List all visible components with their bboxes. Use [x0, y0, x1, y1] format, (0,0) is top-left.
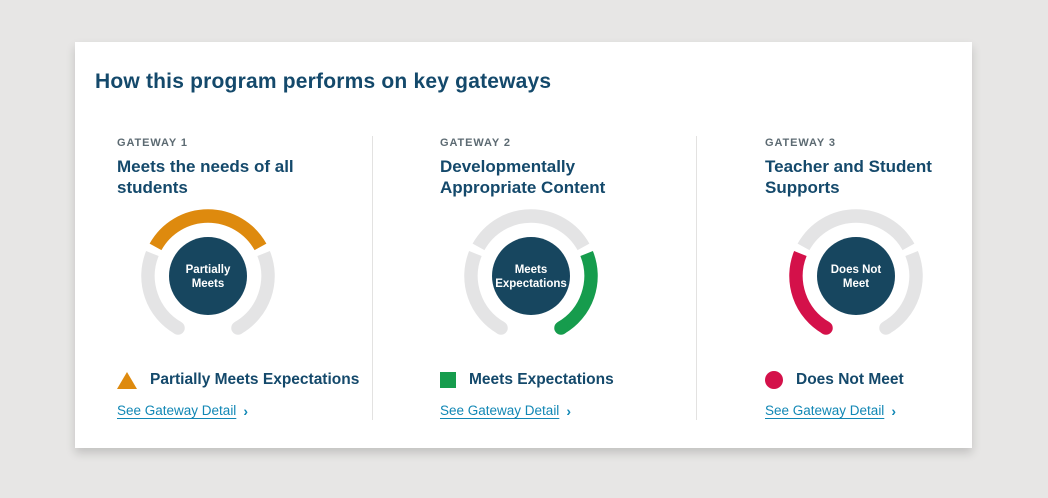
see-gateway-detail-link[interactable]: See Gateway Detail › [765, 403, 896, 418]
triangle-icon [117, 371, 137, 389]
chevron-right-icon: › [243, 402, 248, 419]
page-title: How this program performs on key gateway… [95, 70, 552, 93]
link-label: See Gateway Detail [117, 403, 237, 418]
see-gateway-detail-link[interactable]: See Gateway Detail › [440, 403, 571, 418]
chevron-right-icon: › [891, 402, 896, 419]
column-divider [696, 136, 697, 420]
gateway-label: GATEWAY 2 [440, 137, 511, 149]
gateways-card: How this program performs on key gateway… [75, 42, 972, 448]
chevron-right-icon: › [566, 402, 571, 419]
gateway-2-column: GATEWAY 2 Developmentally Appropriate Co… [440, 137, 712, 437]
column-divider [372, 136, 373, 420]
see-gateway-detail-link[interactable]: See Gateway Detail › [117, 403, 248, 418]
gateway-3-column: GATEWAY 3 Teacher and Student Supports D… [765, 137, 1037, 437]
gateway-title: Developmentally Appropriate Content [440, 157, 606, 198]
rating-label: Partially Meets Expectations [150, 371, 360, 388]
rating-label: Meets Expectations [469, 371, 614, 388]
square-icon [440, 372, 456, 388]
circle-icon [765, 371, 783, 389]
gateway-title: Meets the needs of all students [117, 157, 294, 198]
gateway-label: GATEWAY 3 [765, 137, 836, 149]
rating-row: Partially Meets Expectations [117, 371, 359, 389]
rating-label: Does Not Meet [796, 371, 904, 388]
link-label: See Gateway Detail [440, 403, 560, 418]
link-label: See Gateway Detail [765, 403, 885, 418]
rating-row: Does Not Meet [765, 371, 904, 389]
gateway-title: Teacher and Student Supports [765, 157, 932, 198]
gateway-label: GATEWAY 1 [117, 137, 188, 149]
gateway-1-column: GATEWAY 1 Meets the needs of all student… [117, 137, 389, 437]
rating-row: Meets Expectations [440, 371, 614, 389]
